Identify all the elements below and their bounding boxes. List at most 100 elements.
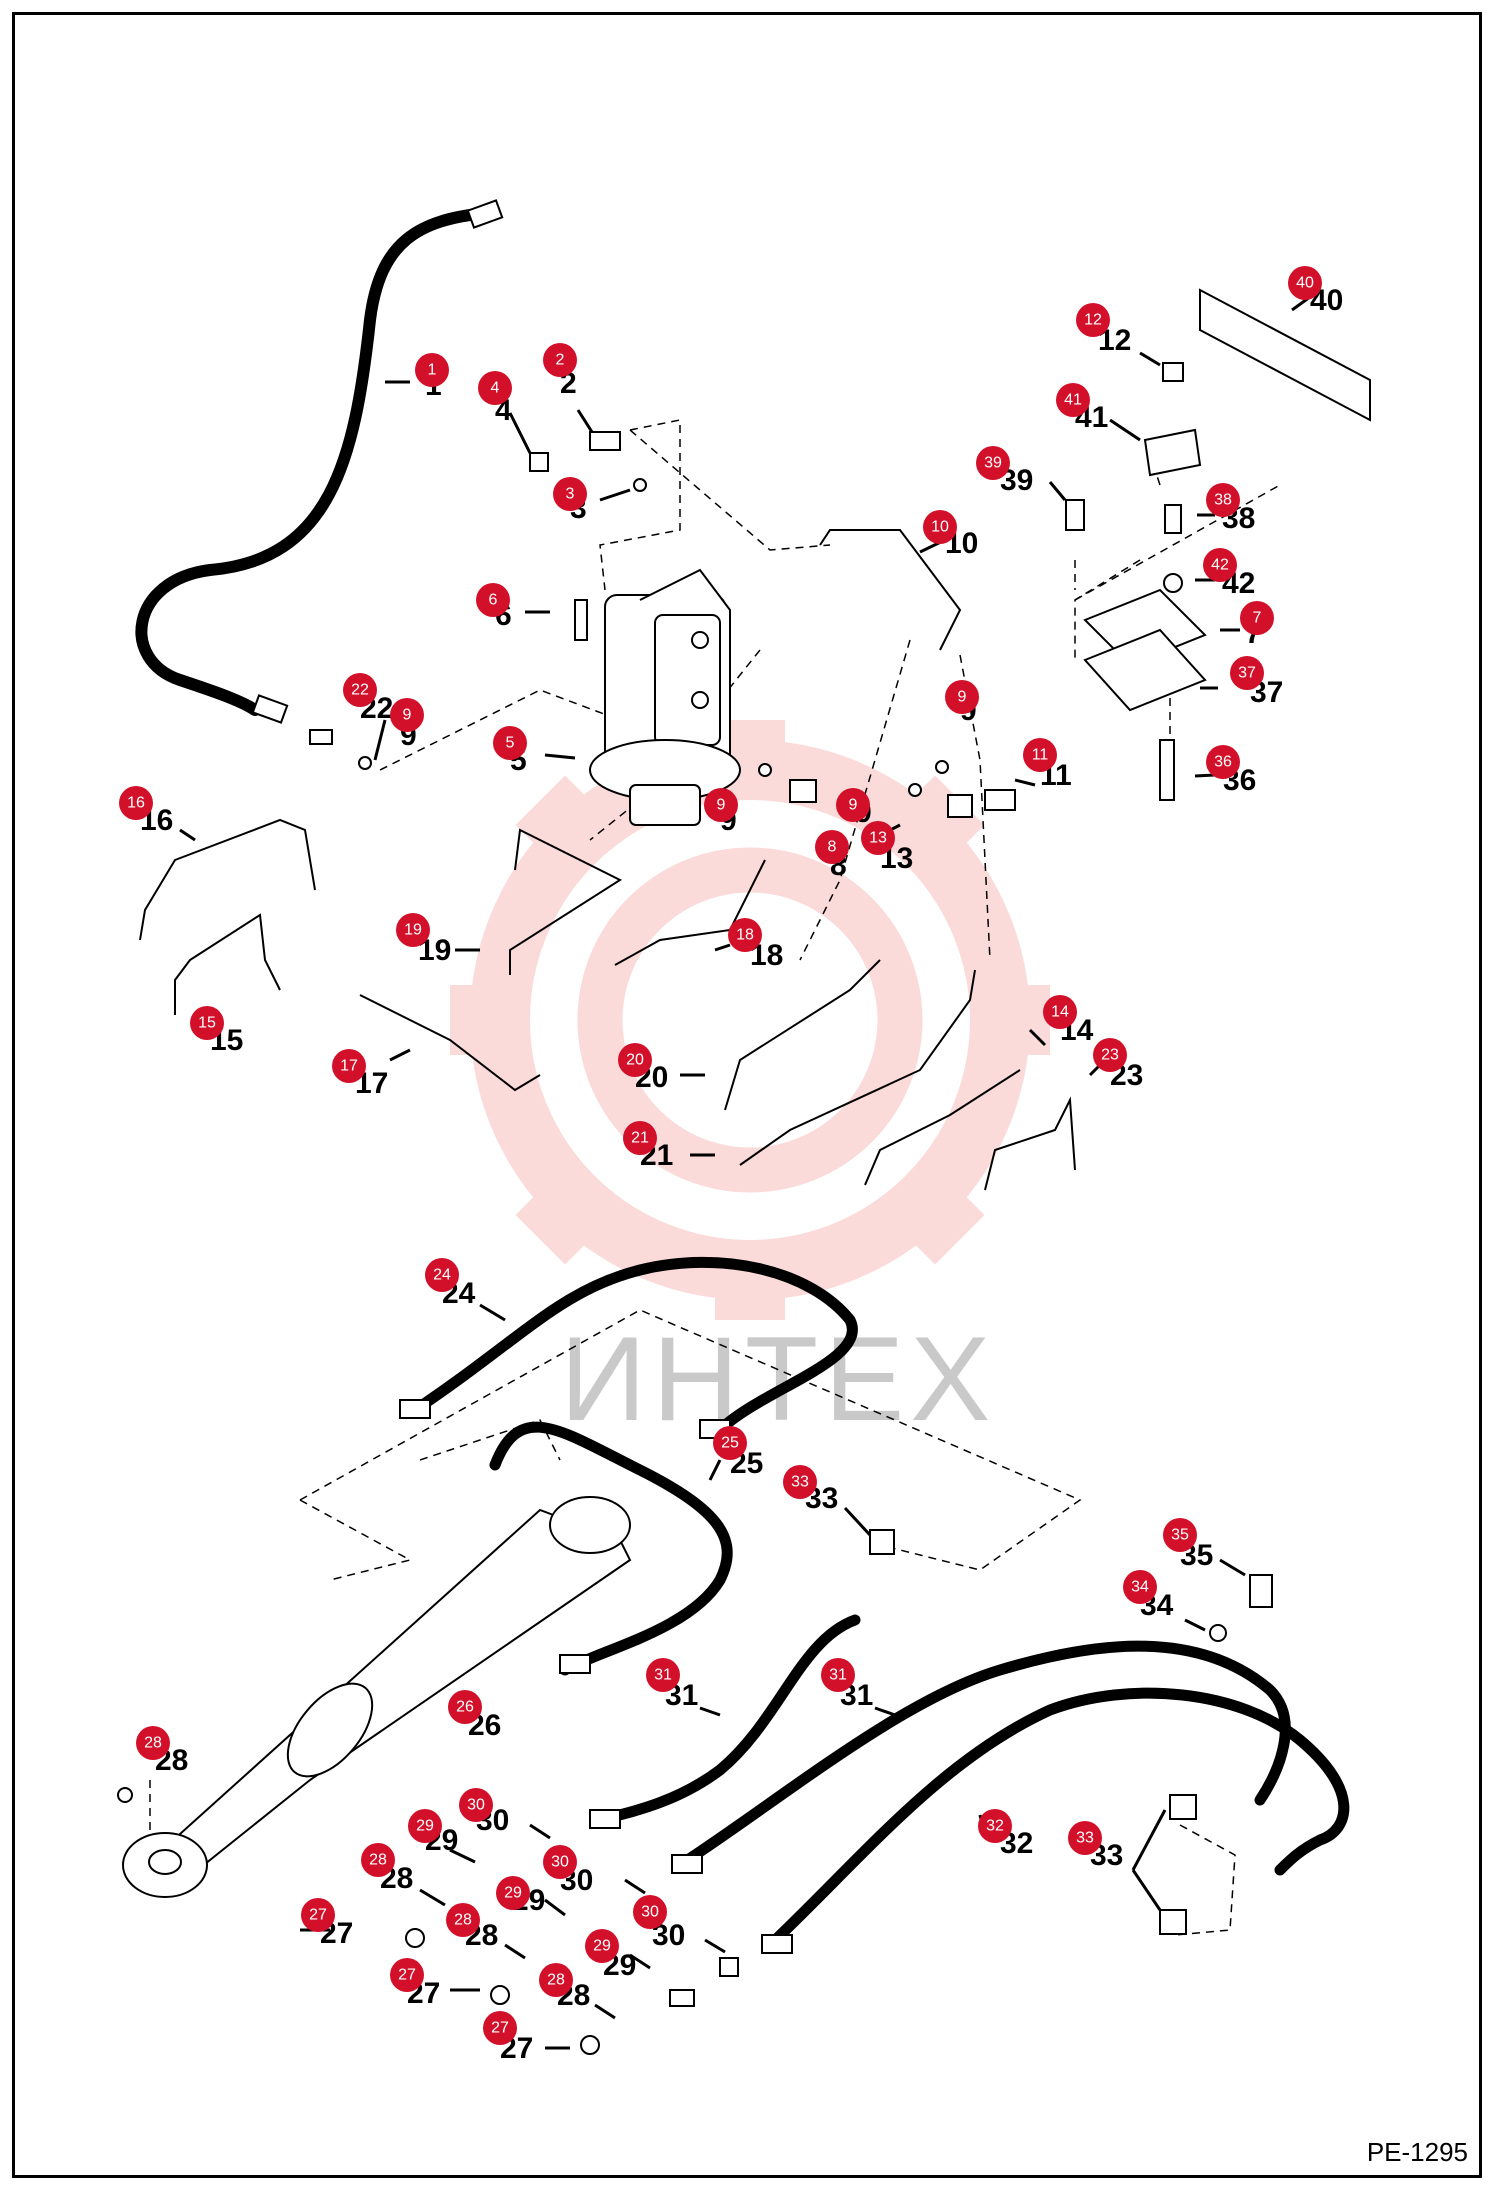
- steel-tubes: [139, 529, 1076, 1191]
- callout-badge-32[interactable]: 32: [978, 1809, 1012, 1843]
- callout-badge-25[interactable]: 25: [713, 1426, 747, 1460]
- nut-4: [529, 452, 549, 472]
- callout-badge-40[interactable]: 40: [1288, 266, 1322, 300]
- callout-badge-41[interactable]: 41: [1056, 383, 1090, 417]
- callout-badge-6[interactable]: 6: [476, 583, 510, 617]
- callout-badge-24[interactable]: 24: [425, 1258, 459, 1292]
- callout-badge-27a[interactable]: 27: [301, 1898, 335, 1932]
- plate-40: [1199, 288, 1371, 422]
- clamp-35: [1249, 1574, 1273, 1608]
- callout-badge-7[interactable]: 7: [1240, 601, 1274, 635]
- tube-14: [864, 1069, 1021, 1186]
- svg-text:28: 28: [454, 1912, 472, 1929]
- callout-badge-26[interactable]: 26: [448, 1690, 482, 1724]
- callout-badge-10[interactable]: 10: [923, 510, 957, 544]
- svg-text:33: 33: [1076, 1830, 1094, 1847]
- svg-text:16: 16: [127, 795, 145, 812]
- hose-31b: [674, 1640, 1291, 1871]
- callout-badge-30c[interactable]: 30: [633, 1895, 667, 1929]
- svg-text:4: 4: [491, 380, 500, 397]
- callout-badge-31a[interactable]: 31: [646, 1658, 680, 1692]
- callout-badge-29c[interactable]: 29: [585, 1929, 619, 1963]
- callout-badge-14[interactable]: 14: [1043, 995, 1077, 1029]
- callout-badge-9c[interactable]: 9: [945, 680, 979, 714]
- callout-badge-42[interactable]: 42: [1203, 548, 1237, 582]
- callout-badge-17[interactable]: 17: [332, 1049, 366, 1083]
- svg-text:41: 41: [1064, 392, 1082, 409]
- callout-badge-28b[interactable]: 28: [361, 1843, 395, 1877]
- callout-badge-27c[interactable]: 27: [483, 2011, 517, 2045]
- callout-badge-9a[interactable]: 9: [704, 788, 738, 822]
- callout-badge-37[interactable]: 37: [1230, 656, 1264, 690]
- callout-badge-39[interactable]: 39: [976, 446, 1010, 480]
- tube-20: [724, 959, 881, 1111]
- svg-text:38: 38: [1214, 492, 1232, 509]
- fittings: [117, 199, 1273, 2055]
- callout-badge-28a[interactable]: 28: [136, 1726, 170, 1760]
- svg-text:7: 7: [1253, 610, 1262, 627]
- callout-badge-15[interactable]: 15: [190, 1006, 224, 1040]
- callout-badge-8[interactable]: 8: [815, 830, 849, 864]
- elbow-33c: [1159, 1909, 1187, 1935]
- callout-badge-36[interactable]: 36: [1206, 745, 1240, 779]
- callout-badge-9d[interactable]: 9: [390, 698, 424, 732]
- svg-text:27: 27: [309, 1907, 327, 1924]
- bolt-6: [574, 599, 588, 641]
- callout-badge-27b[interactable]: 27: [390, 1958, 424, 1992]
- callout-badge-31b[interactable]: 31: [821, 1658, 855, 1692]
- svg-text:21: 21: [631, 1130, 649, 1147]
- callout-badge-5[interactable]: 5: [493, 726, 527, 760]
- callout-badge-1[interactable]: 1: [415, 353, 449, 387]
- callout-badge-3[interactable]: 3: [553, 477, 587, 511]
- svg-text:31: 31: [829, 1667, 847, 1684]
- callout-badge-33b[interactable]: 33: [1068, 1821, 1102, 1855]
- callout-badge-28d[interactable]: 28: [539, 1963, 573, 1997]
- callout-badge-4[interactable]: 4: [478, 371, 512, 405]
- callout-badge-9b[interactable]: 9: [836, 788, 870, 822]
- svg-text:30: 30: [467, 1797, 485, 1814]
- sheet-border: [12, 12, 1482, 2178]
- callout-badge-22[interactable]: 22: [343, 673, 377, 707]
- svg-text:10: 10: [931, 519, 949, 536]
- callout-badge-29a[interactable]: 29: [408, 1809, 442, 1843]
- callout-badge-21[interactable]: 21: [623, 1121, 657, 1155]
- callout-badge-28c[interactable]: 28: [446, 1903, 480, 1937]
- hose-25-fitting: [559, 1654, 591, 1674]
- callout-badge-35[interactable]: 35: [1163, 1518, 1197, 1552]
- svg-text:34: 34: [1131, 1579, 1149, 1596]
- o-ring-9b: [908, 783, 922, 797]
- svg-text:27: 27: [398, 1967, 416, 1984]
- svg-text:22: 22: [351, 682, 369, 699]
- callout-badge-30a[interactable]: 30: [459, 1788, 493, 1822]
- svg-text:29: 29: [593, 1938, 611, 1955]
- callout-badge-33a[interactable]: 33: [783, 1465, 817, 1499]
- callout-badge-11[interactable]: 11: [1023, 738, 1057, 772]
- callout-badge-20[interactable]: 20: [618, 1043, 652, 1077]
- o-ring-9c: [935, 760, 949, 774]
- callout-badge-29b[interactable]: 29: [496, 1876, 530, 1910]
- svg-text:24: 24: [433, 1267, 451, 1284]
- callout-badge-30b[interactable]: 30: [543, 1845, 577, 1879]
- tube-18: [614, 859, 766, 966]
- callout-badge-34[interactable]: 34: [1123, 1570, 1157, 1604]
- tube-17: [359, 994, 541, 1092]
- svg-text:9: 9: [958, 689, 967, 706]
- hose-24: [409, 1256, 858, 1436]
- svg-text:39: 39: [984, 455, 1002, 472]
- callout-badge-16[interactable]: 16: [119, 786, 153, 820]
- callout-badge-19[interactable]: 19: [396, 913, 430, 947]
- callout-badge-23[interactable]: 23: [1093, 1038, 1127, 1072]
- elbow-33b: [1169, 1794, 1197, 1820]
- callout-badge-13[interactable]: 13: [861, 821, 895, 855]
- svg-text:30: 30: [641, 1904, 659, 1921]
- tee-fitting-8: [789, 779, 817, 803]
- callout-badge-2[interactable]: 2: [543, 343, 577, 377]
- callout-badge-18[interactable]: 18: [728, 918, 762, 952]
- callout-badge-38[interactable]: 38: [1206, 483, 1240, 517]
- leader-lines: [179, 295, 1311, 2050]
- svg-text:28: 28: [144, 1735, 162, 1752]
- callout-badge-12[interactable]: 12: [1076, 303, 1110, 337]
- diagram-reference-code: PE-1295: [1366, 2137, 1468, 2167]
- elbow-33a: [869, 1529, 895, 1555]
